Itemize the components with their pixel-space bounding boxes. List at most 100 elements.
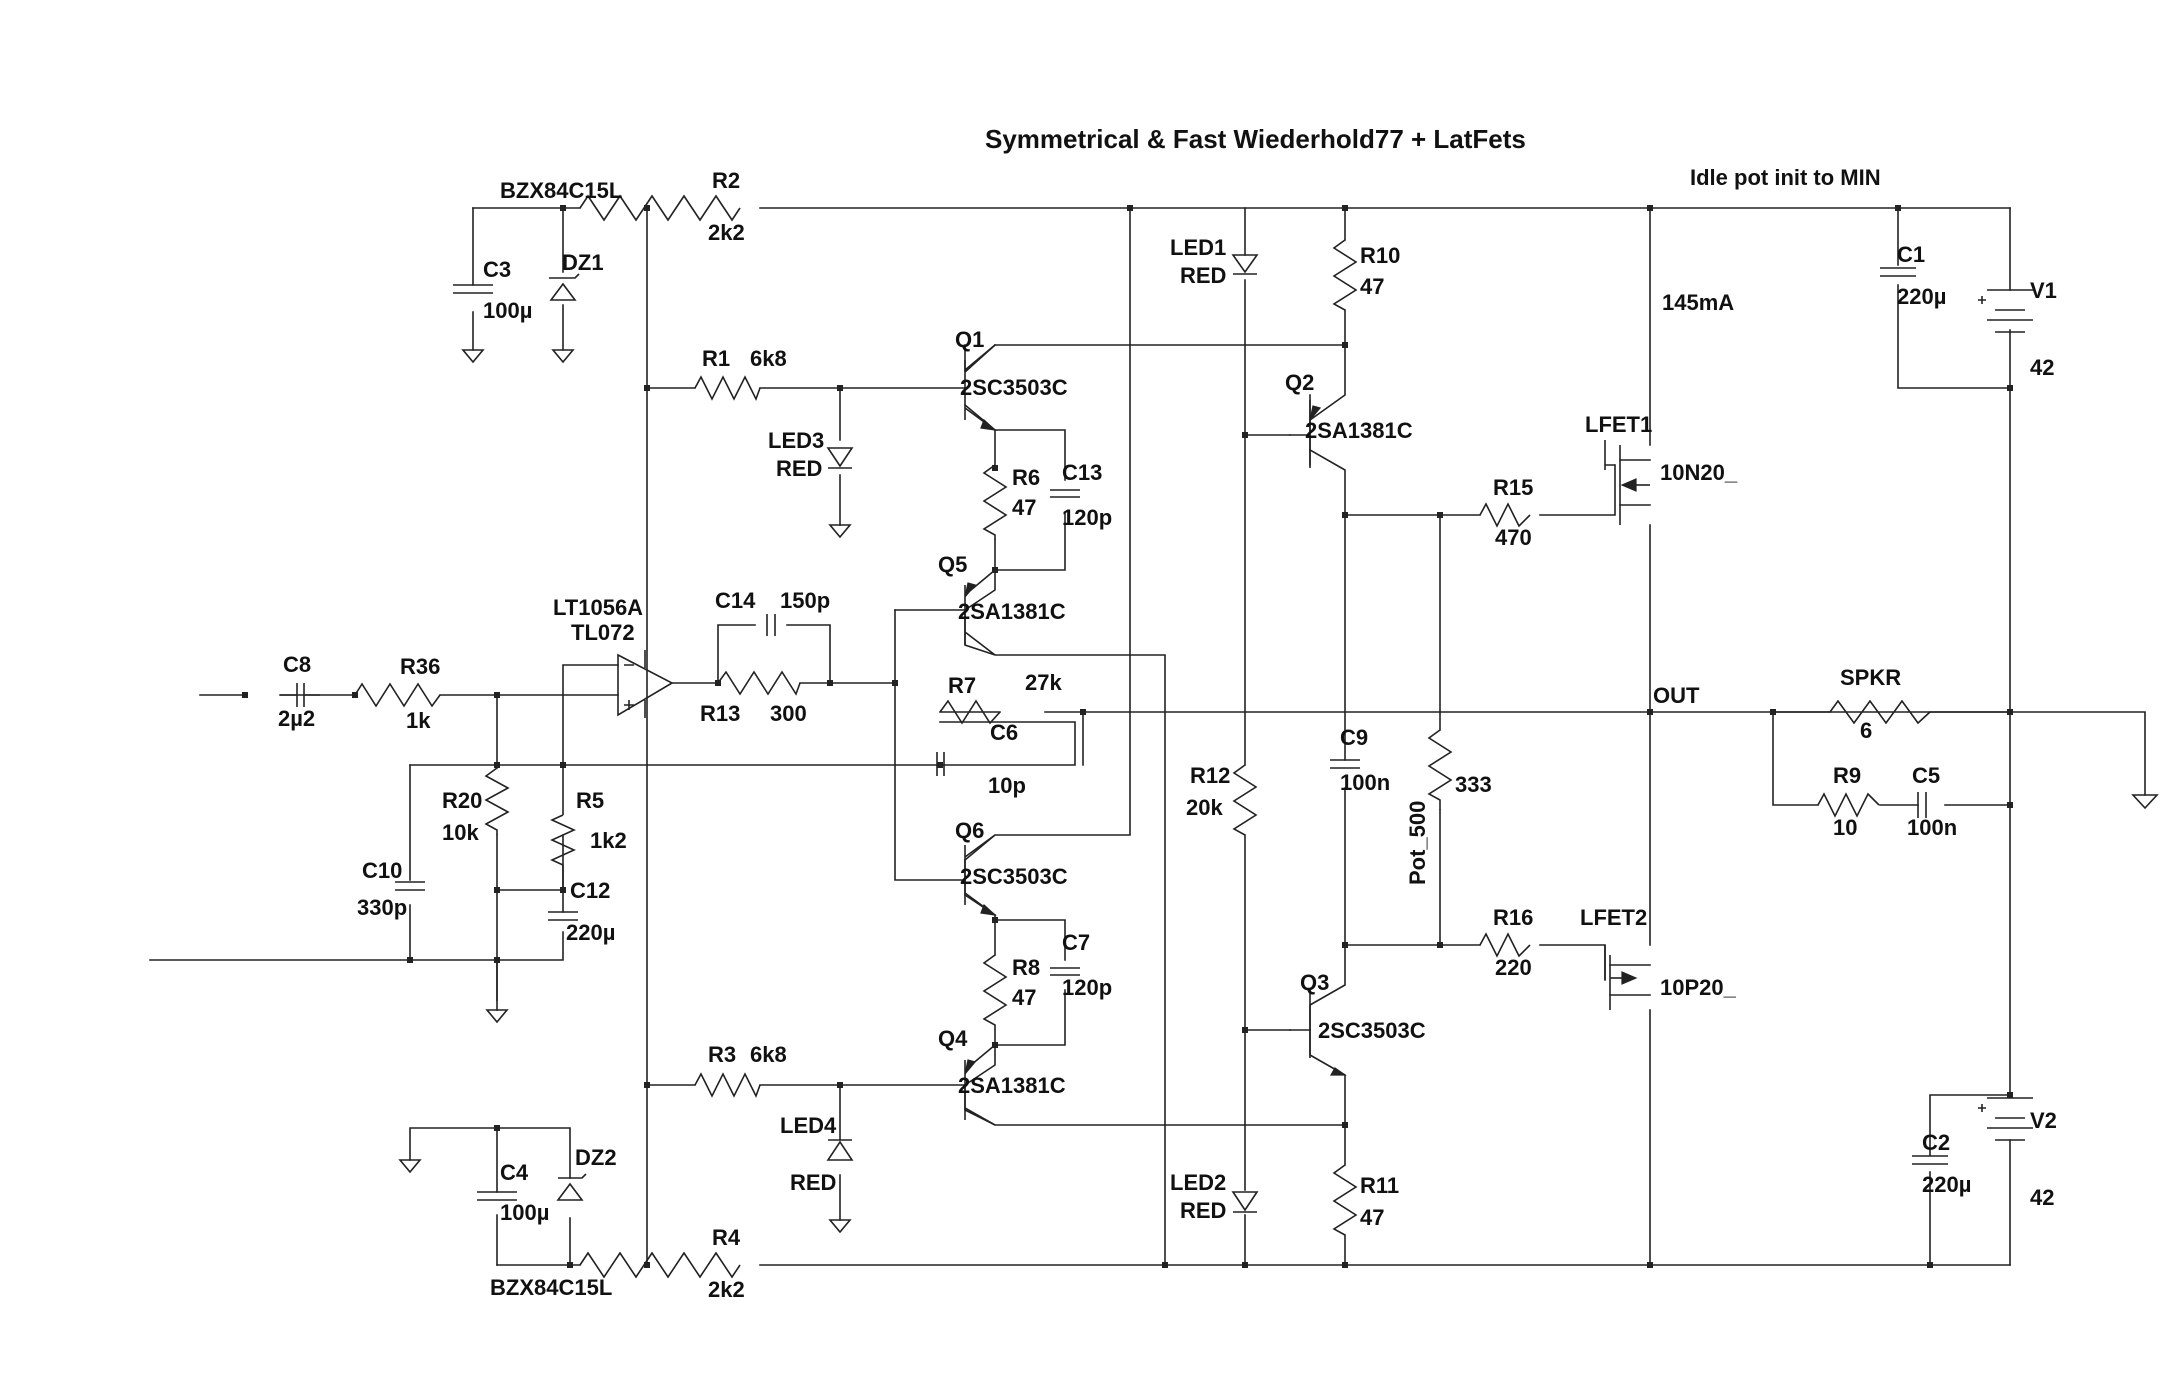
ref-V2: V2 — [2030, 1108, 2057, 1133]
mosfets — [1604, 440, 1650, 1010]
resistor-R12 — [1232, 764, 1258, 836]
val-C12: 220µ — [566, 920, 615, 945]
capacitor-C12 — [548, 911, 578, 921]
resistor-R10 — [1332, 239, 1358, 311]
ground-icon — [551, 349, 575, 364]
speaker-SPKR — [1829, 699, 1931, 725]
ground-icon — [461, 349, 485, 364]
zener-DZ1 — [549, 273, 580, 301]
ref-DZ1: DZ1 — [562, 250, 604, 275]
val-SPKR: 6 — [1860, 718, 1872, 743]
ref-V1: V1 — [2030, 278, 2057, 303]
ref-C4: C4 — [500, 1160, 529, 1185]
ground-icon — [485, 1009, 509, 1024]
val-Q1: 2SC3503C — [960, 375, 1068, 400]
capacitor-C10 — [395, 881, 425, 891]
resistor-R15 — [1479, 502, 1531, 528]
transistor-Q3 — [1309, 990, 1347, 1076]
resistors — [354, 194, 1931, 1279]
resistor-R13 — [717, 670, 801, 696]
val-R9: 10 — [1833, 815, 1857, 840]
ref-LED4: LED4 — [780, 1113, 837, 1138]
val-V2: 42 — [2030, 1185, 2054, 1210]
ref-C10: C10 — [362, 858, 402, 883]
ref-C7: C7 — [1062, 930, 1090, 955]
opamp-U1 — [617, 650, 674, 718]
zener-top-label: BZX84C15L — [500, 178, 622, 203]
ref-R6: R6 — [1012, 465, 1040, 490]
ref-SPKR: SPKR — [1840, 665, 1901, 690]
labels: Symmetrical & Fast Wiederhold77 + LatFet… — [278, 124, 2057, 1302]
net-out-label: OUT — [1653, 683, 1700, 708]
val-R11: 47 — [1360, 1205, 1384, 1230]
ref-R12: R12 — [1190, 763, 1230, 788]
ref-LFET1: LFET1 — [1585, 412, 1652, 437]
ref-Q1: Q1 — [955, 327, 984, 352]
resistor-R5 — [550, 765, 576, 890]
opamp-name: LT1056A — [553, 595, 643, 620]
val-LFET1: 10N20_ — [1660, 460, 1738, 485]
diodes — [549, 254, 1259, 1213]
ref-C12: C12 — [570, 878, 610, 903]
ref-C14: C14 — [715, 588, 756, 613]
ref-Q4: Q4 — [938, 1026, 968, 1051]
led-LED1 — [1231, 254, 1259, 275]
ref-R2: R2 — [712, 168, 740, 193]
val-Q6: 2SC3503C — [960, 864, 1068, 889]
val-C8: 2µ2 — [278, 706, 315, 731]
opamp-alt: TL072 — [571, 620, 635, 645]
resistor-R8 — [982, 954, 1008, 1030]
ref-C2: C2 — [1922, 1130, 1950, 1155]
val-R3: 6k8 — [750, 1042, 787, 1067]
schematic-title: Symmetrical & Fast Wiederhold77 + LatFet… — [985, 124, 1526, 154]
ref-R16: R16 — [1493, 905, 1533, 930]
ref-R11: R11 — [1360, 1173, 1399, 1198]
capacitor-C13 — [1050, 489, 1080, 498]
val-Q3: 2SC3503C — [1318, 1018, 1426, 1043]
ref-Q2: Q2 — [1285, 370, 1314, 395]
val-C5: 100n — [1907, 815, 1957, 840]
junctions — [242, 205, 2013, 1268]
capacitor-C3 — [453, 284, 493, 294]
val-LED2: RED — [1180, 1198, 1226, 1223]
val-C13: 120p — [1062, 505, 1112, 530]
ref-C6: C6 — [990, 720, 1018, 745]
val-R12: 20k — [1186, 795, 1223, 820]
val-Q5: 2SA1381C — [958, 599, 1066, 624]
ref-C8: C8 — [283, 652, 311, 677]
val-Q4: 2SA1381C — [958, 1073, 1066, 1098]
ref-R15: R15 — [1493, 475, 1533, 500]
mosfet-LFET2 — [1604, 945, 1638, 1010]
ref-LED3: LED3 — [768, 428, 824, 453]
ref-R20: R20 — [442, 788, 482, 813]
potentiometer-Pot500 — [1427, 729, 1453, 810]
capacitor-C4 — [477, 1191, 517, 1201]
capacitor-C6 — [936, 752, 945, 776]
ref-LED2: LED2 — [1170, 1170, 1226, 1195]
val-LFET2: 10P20_ — [1660, 975, 1737, 1000]
mosfet-LFET1 — [1604, 440, 1650, 525]
led-LED3 — [826, 447, 854, 469]
resistor-R11 — [1332, 1164, 1358, 1236]
transistor-Q1 — [964, 344, 997, 431]
transistor-Q4 — [964, 1044, 996, 1126]
val-R1: 6k8 — [750, 346, 787, 371]
ref-R3: R3 — [708, 1042, 736, 1067]
val-C14: 150p — [780, 588, 830, 613]
capacitor-C5 — [1917, 792, 1927, 818]
ref-R4: R4 — [712, 1225, 741, 1250]
val-Q2: 2SA1381C — [1305, 418, 1413, 443]
ground-icon — [398, 1159, 422, 1174]
ref-LED1: LED1 — [1170, 235, 1226, 260]
val-R10: 47 — [1360, 274, 1384, 299]
transistor-Q6 — [964, 834, 997, 916]
transistors — [964, 344, 1347, 1126]
resistor-R2 — [579, 194, 741, 222]
val-R13: 300 — [770, 701, 807, 726]
ref-Q6: Q6 — [955, 818, 984, 843]
ref-C1: C1 — [1897, 242, 1925, 267]
val-R15: 470 — [1495, 525, 1532, 550]
val-LED4: RED — [790, 1170, 836, 1195]
capacitors — [280, 267, 1948, 1201]
